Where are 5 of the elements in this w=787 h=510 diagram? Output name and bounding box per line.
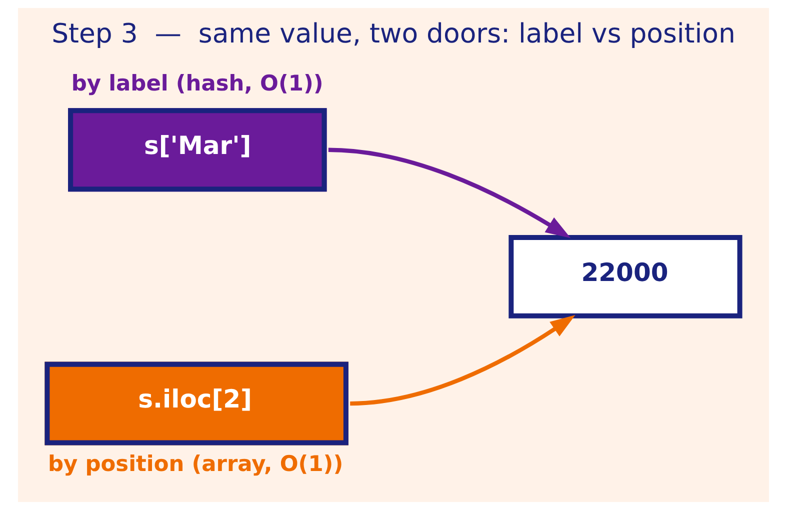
arrow: [350, 315, 576, 406]
diagram-title: Step 3 — same value, two doors: label vs position: [52, 18, 736, 50]
arrow: [328, 148, 571, 238]
node-label: by position (array, O(1)): [48, 452, 344, 477]
node-label: by label (hash, O(1)): [71, 71, 324, 96]
